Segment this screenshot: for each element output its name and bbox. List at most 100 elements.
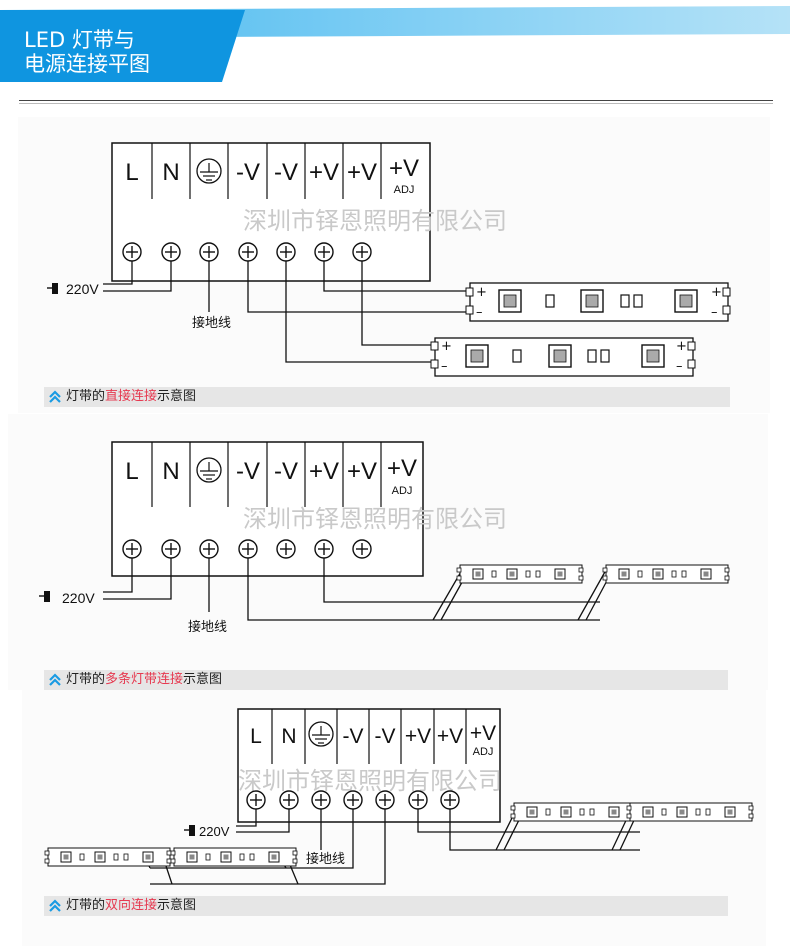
diagram-direct: L N -V -V +V +V +V ADJ 深圳市铎恩照明有限公司 220V … [47, 142, 731, 377]
terminal-label-pos: +V [389, 155, 419, 182]
led-strip [511, 803, 637, 821]
terminal-label-pos: +V [347, 458, 377, 485]
diagram-multiple: L N -V -V +V +V +V ADJ 深圳市铎恩照明有限公司 220V [39, 441, 729, 635]
supply-label: 220V [62, 590, 95, 606]
terminal-label-neg: -V [375, 725, 396, 748]
caption-prefix: 灯带的 [66, 389, 106, 404]
ground-wire-label: 接地线 [306, 851, 345, 867]
terminal-label-L: L [250, 725, 262, 748]
ground-symbol-icon [196, 457, 222, 483]
strip-plus-label: + [711, 285, 722, 300]
terminal-screw [122, 539, 142, 559]
led-strip: + – + – [465, 282, 731, 322]
terminal-screw [238, 242, 258, 262]
plug-icon [52, 283, 58, 294]
caption-multiple: 灯带的多条灯带连接示意图 [44, 670, 728, 690]
terminal-screw [311, 790, 331, 810]
terminal-label-pos: +V [437, 725, 463, 748]
terminal-label-L: L [125, 159, 138, 186]
terminal-label-neg: -V [274, 458, 298, 485]
terminal-label-pos: +V [347, 159, 377, 186]
terminal-label-pos: +V [405, 725, 431, 748]
double-chevron-up-icon [49, 899, 61, 912]
led-strip [45, 848, 171, 866]
terminal-screw [161, 242, 181, 262]
strip-plus-label: + [676, 339, 687, 354]
terminal-label-N: N [162, 159, 179, 186]
terminal-screw [279, 790, 299, 810]
caption-suffix: 示意图 [183, 672, 223, 687]
terminal-label-N: N [162, 458, 179, 485]
ground-symbol-icon [308, 721, 334, 747]
terminal-screw [276, 539, 296, 559]
plug-icon [189, 825, 195, 836]
led-strip [171, 848, 297, 866]
watermark: 深圳市铎恩照明有限公司 [238, 767, 502, 795]
adj-label: ADJ [473, 746, 494, 758]
terminal-label-neg: -V [236, 458, 260, 485]
terminal-screw [276, 242, 296, 262]
watermark: 深圳市铎恩照明有限公司 [243, 207, 507, 235]
terminal-label-neg: -V [343, 725, 364, 748]
ground-symbol-icon [196, 158, 222, 184]
plug-icon [44, 591, 50, 602]
terminal-screw [122, 242, 142, 262]
caption-bidirectional: 灯带的双向连接示意图 [44, 896, 728, 916]
adj-label: ADJ [392, 485, 413, 497]
strip-minus-label: – [711, 305, 718, 320]
title-line-2: 电源连接平图 [24, 52, 150, 76]
terminal-label-neg: -V [274, 159, 298, 186]
double-chevron-up-icon [49, 390, 61, 403]
terminal-label-pos: +V [309, 159, 339, 186]
caption-text: 灯带的直接连接示意图 [66, 387, 196, 407]
caption-highlight: 双向连接 [105, 898, 158, 913]
caption-highlight: 多条灯带连接 [105, 672, 184, 687]
terminal-screw [161, 539, 181, 559]
terminal-screw [352, 539, 372, 559]
terminal-label-N: N [281, 725, 296, 748]
supply-label: 220V [199, 824, 230, 839]
terminal-screw [408, 790, 428, 810]
led-strip [603, 565, 729, 583]
terminal-screw [343, 790, 363, 810]
diagram-bidirectional: L N -V -V +V +V +V ADJ 深圳市铎恩照明有限公司 [45, 708, 753, 885]
terminal-screw [314, 539, 334, 559]
terminal-screw [199, 539, 219, 559]
ground-wire-label: 接地线 [188, 619, 227, 635]
caption-prefix: 灯带的 [66, 898, 106, 913]
divider [19, 103, 773, 104]
page-title: LED 灯带与 电源连接平图 [24, 28, 150, 76]
strip-minus-label: – [476, 305, 483, 320]
double-chevron-up-icon [49, 673, 61, 686]
caption-text: 灯带的双向连接示意图 [66, 896, 196, 916]
terminal-screw [199, 242, 219, 262]
terminal-label-pos: +V [387, 455, 417, 482]
strip-plus-label: + [476, 285, 487, 300]
terminal-label-pos: +V [309, 458, 339, 485]
title-line-1: LED 灯带与 [24, 28, 135, 52]
divider [19, 100, 773, 101]
terminal-screw [238, 539, 258, 559]
caption-prefix: 灯带的 [66, 672, 106, 687]
terminal-screw [246, 790, 266, 810]
terminal-label-L: L [125, 458, 138, 485]
led-strip: + – + – [430, 337, 696, 377]
caption-direct: 灯带的直接连接示意图 [44, 387, 730, 407]
watermark: 深圳市铎恩照明有限公司 [243, 505, 507, 533]
strip-minus-label: – [441, 359, 448, 374]
terminal-label-pos: +V [470, 722, 496, 745]
supply-label: 220V [66, 281, 99, 297]
ground-wire-label: 接地线 [192, 315, 231, 331]
terminal-screw [314, 242, 334, 262]
header-banner [0, 6, 790, 82]
caption-suffix: 示意图 [157, 389, 197, 404]
strip-minus-label: – [676, 359, 683, 374]
led-strip [457, 565, 583, 583]
terminal-screw [375, 790, 395, 810]
caption-text: 灯带的多条灯带连接示意图 [66, 670, 222, 690]
caption-suffix: 示意图 [157, 898, 197, 913]
led-strip [627, 803, 753, 821]
terminal-screw [352, 242, 372, 262]
terminal-screw [440, 790, 460, 810]
